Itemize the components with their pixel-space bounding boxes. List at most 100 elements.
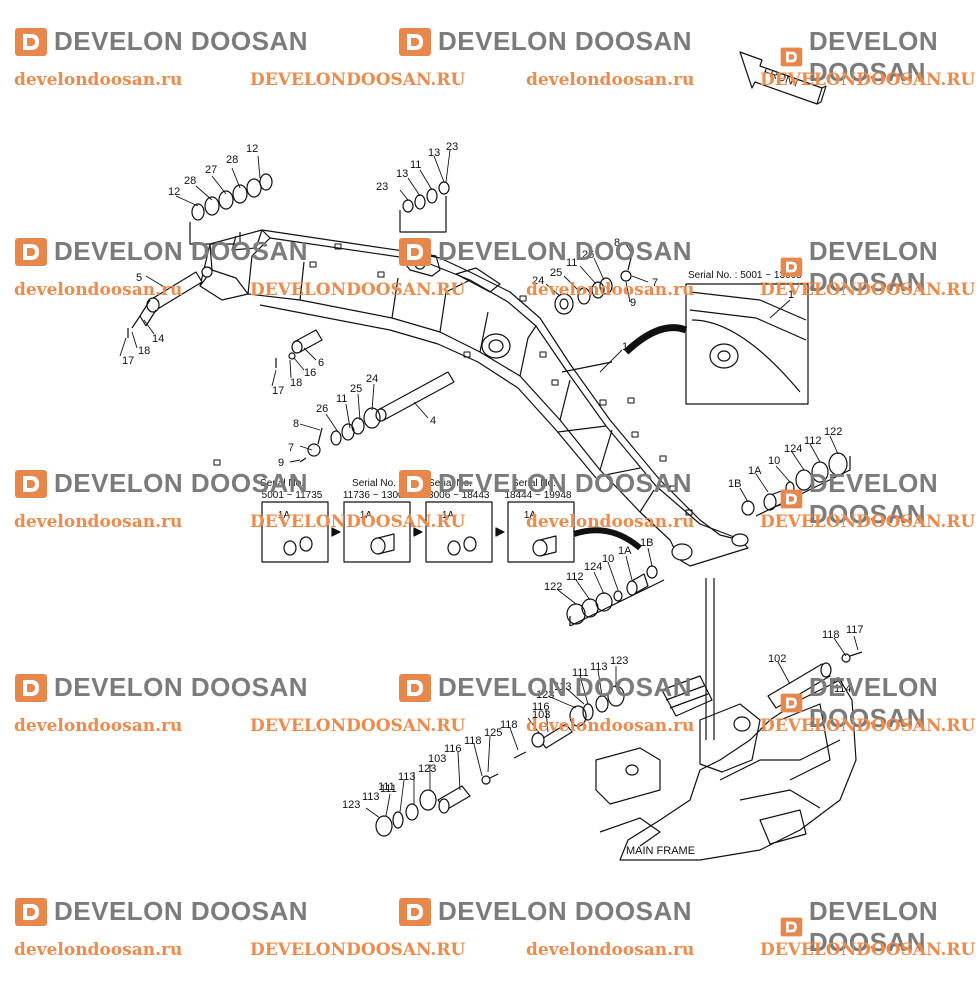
callout: 1B bbox=[640, 537, 653, 549]
brand-logo-icon bbox=[399, 897, 431, 926]
serial-range: 5001 ~ 11735 bbox=[262, 490, 323, 501]
callout-labels: 12 28 27 28 12 13 11 13 23 23 5 14 18 17… bbox=[122, 141, 864, 811]
callout: 28 bbox=[226, 154, 238, 166]
callout: 118 bbox=[500, 719, 518, 731]
callout: 18 bbox=[290, 377, 302, 389]
brand-logo-icon bbox=[399, 469, 431, 498]
callout: 117 bbox=[846, 624, 864, 636]
watermark-logo: DEVELON DOOSAN bbox=[398, 672, 692, 703]
watermark-brand: DEVELON DOOSAN bbox=[54, 468, 309, 498]
callout: 18 bbox=[138, 345, 150, 357]
callout: 102 bbox=[768, 653, 786, 665]
watermark-url: DEVELONDOOSAN.RU bbox=[250, 70, 466, 90]
callout: 23 bbox=[446, 141, 458, 153]
watermark-brand: DEVELON DOOSAN bbox=[54, 236, 309, 266]
callout: 26 bbox=[316, 403, 328, 415]
callout: 8 bbox=[293, 418, 299, 430]
watermark-brand: DEVELON DOOSAN bbox=[54, 26, 309, 56]
callout: 24 bbox=[366, 373, 378, 385]
callout: 12 bbox=[168, 186, 180, 198]
callout: 113 bbox=[590, 661, 608, 673]
callout: 8 bbox=[614, 237, 620, 249]
callout: 13 bbox=[428, 147, 440, 159]
watermark-brand: DEVELON DOOSAN bbox=[438, 896, 693, 926]
watermark-brand: DEVELON DOOSAN bbox=[438, 26, 693, 56]
callout: 122 bbox=[824, 426, 842, 438]
callout: 7 bbox=[652, 277, 658, 289]
watermark-brand: DEVELON DOOSAN bbox=[808, 896, 939, 957]
watermark-logo: DEVELON DOOSAN bbox=[780, 672, 980, 734]
callout: 17 bbox=[272, 385, 284, 397]
callout: 114 bbox=[834, 683, 852, 695]
watermark-logo: DEVELON DOOSAN bbox=[398, 468, 692, 499]
watermark-brand: DEVELON DOOSAN bbox=[438, 236, 693, 266]
callout: 123 bbox=[536, 689, 554, 701]
serial-range: 11736 ~ 13005 bbox=[343, 490, 410, 501]
callout: 16 bbox=[304, 367, 316, 379]
watermark-url: DEVELONDOOSAN.RU bbox=[250, 512, 466, 532]
watermark-url: DEVELONDOOSAN.RU bbox=[760, 70, 976, 90]
callout: 118 bbox=[822, 629, 840, 641]
boom-boss bbox=[201, 258, 749, 561]
watermark-logo: DEVELON DOOSAN bbox=[14, 236, 308, 267]
pin-6 bbox=[275, 329, 323, 368]
watermark-logo: DEVELON DOOSAN bbox=[14, 26, 308, 57]
watermark-url: develondoosan.ru bbox=[14, 716, 183, 736]
serial-box-labels: Serial No. 5001 ~ 11735 1A Serial No. 11… bbox=[260, 478, 572, 521]
brand-logo-icon bbox=[15, 27, 47, 56]
watermark-url: DEVELONDOOSAN.RU bbox=[760, 716, 976, 736]
watermark-brand: DEVELON DOOSAN bbox=[808, 26, 939, 87]
part-label: 1A bbox=[524, 510, 537, 521]
watermark-logo: DEVELON DOOSAN bbox=[780, 26, 980, 88]
callout: 14 bbox=[152, 333, 164, 345]
callout: 103 bbox=[428, 753, 446, 765]
serial-range: 18444 ~ 19948 bbox=[504, 490, 571, 501]
watermark-logo: DEVELON DOOSAN bbox=[14, 672, 308, 703]
callout: 9 bbox=[278, 457, 284, 469]
callout: 11 bbox=[566, 257, 577, 269]
callout: 113 bbox=[398, 771, 416, 783]
callout: 112 bbox=[566, 571, 584, 583]
boom-body bbox=[199, 229, 749, 567]
washer-set-top-left bbox=[189, 173, 273, 245]
watermark-logo: DEVELON DOOSAN bbox=[398, 26, 692, 57]
main-frame-label: MAIN FRAME bbox=[626, 845, 695, 857]
serial-box-group bbox=[261, 501, 642, 563]
brand-logo-icon bbox=[15, 469, 47, 498]
washer-set-right bbox=[554, 253, 633, 315]
watermark-logo: DEVELON DOOSAN bbox=[398, 896, 692, 927]
watermark-url: develondoosan.ru bbox=[526, 940, 695, 960]
watermark-url: develondoosan.ru bbox=[14, 70, 183, 90]
serial-title: Serial No. bbox=[512, 478, 556, 489]
watermark-logo: DEVELON DOOSAN bbox=[398, 236, 692, 267]
part-label: 1A bbox=[278, 510, 291, 521]
watermark-url: DEVELONDOOSAN.RU bbox=[250, 940, 466, 960]
pin-5 bbox=[127, 271, 203, 338]
callout: 23 bbox=[376, 181, 388, 193]
callout: 4 bbox=[430, 415, 436, 427]
watermark-url: DEVELONDOOSAN.RU bbox=[250, 280, 466, 300]
callout: 123 bbox=[342, 799, 360, 811]
callout: 118 bbox=[464, 735, 482, 747]
watermark-url: DEVELONDOOSAN.RU bbox=[760, 940, 976, 960]
callout: 122 bbox=[544, 581, 562, 593]
serial-range: 13006 ~ 18443 bbox=[422, 490, 489, 501]
callout: 6 bbox=[318, 357, 324, 369]
callout: 5 bbox=[136, 272, 142, 284]
callout: 124 bbox=[784, 443, 802, 455]
callout: 9 bbox=[630, 297, 636, 309]
brand-logo-icon bbox=[15, 673, 47, 702]
brand-logo-icon bbox=[780, 489, 803, 509]
brand-logo-icon bbox=[780, 917, 803, 937]
brand-logo-icon bbox=[399, 237, 431, 266]
callout: 10 bbox=[768, 455, 780, 467]
callout: 111 bbox=[378, 781, 395, 793]
callout: 10 bbox=[602, 553, 614, 565]
callout: 17 bbox=[122, 355, 134, 367]
watermark-brand: DEVELON DOOSAN bbox=[54, 896, 309, 926]
callout: 1B bbox=[728, 478, 741, 490]
callout: 111 bbox=[572, 667, 589, 679]
callout: 116 bbox=[444, 743, 462, 755]
watermark-logo: DEVELON DOOSAN bbox=[780, 896, 980, 958]
